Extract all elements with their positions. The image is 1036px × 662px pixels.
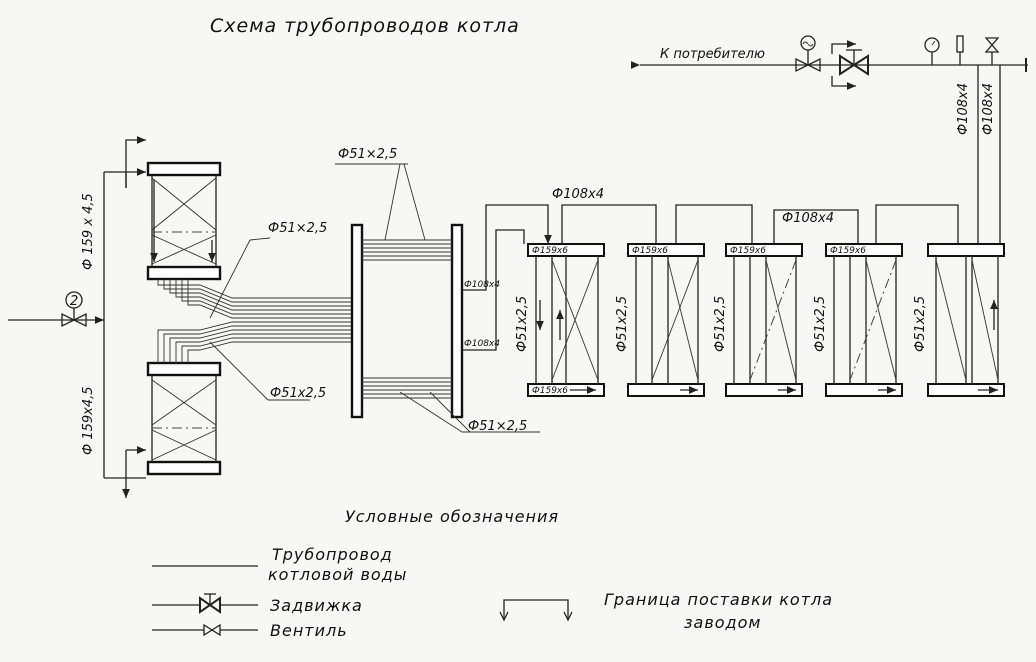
header-159-label-2: Ф159х6 [632,246,668,256]
pipe-51-lower-label: Ф51х2,5 [270,386,326,401]
tube-bank-1: Ф159х6 Ф159х6 Ф51х2,5 [515,243,605,397]
tube-bank-2: Ф159х6 Ф51х2,5 [615,243,705,397]
pipe-108-small-label-1: Ф108х4 [464,280,500,290]
pipe-108-label-a: Ф108х4 [552,187,604,202]
tube-bank-5: Ф51х2,5 [913,243,1005,397]
bank-1-label: Ф51х2,5 [515,296,530,352]
legend-heading: Условные обозначения [345,507,559,526]
legend-pipeline-label-2: котловой воды [268,565,407,584]
pipe-108-vertical-label-1: Ф108х4 [956,83,971,135]
air-valve-icon [984,37,1000,65]
diagram-title: Схема трубопроводов котла [210,15,520,37]
pipe-108-label-b: Ф108х4 [782,211,834,226]
pipe-51-left-label: Ф51×2,5 [268,221,327,236]
tube-bank-3: Ф159х6 Ф51х2,5 [713,243,803,397]
legend: Условные обозначения Трубопровод котлово… [152,507,833,640]
legend-boundary-label-1: Граница поставки котла [604,590,833,609]
middle-collector [350,223,464,419]
header-159-label-1: Ф159х6 [532,246,568,256]
legend-boundary-label-2: заводом [684,613,761,632]
pipe-51-top-label: Ф51×2,5 [338,147,397,162]
bank-4-label: Ф51х2,5 [813,296,828,352]
legend-valve-label: Вентиль [270,621,348,640]
consumer-label: К потребителю [660,47,765,62]
pipe-159-top-label: Ф 159 х 4,5 [81,193,96,270]
control-valve-icon [795,35,821,73]
bank-2-label: Ф51х2,5 [615,296,630,352]
legend-gate-valve-label: Задвижка [270,596,363,615]
legend-gate-valve-icon [152,593,258,614]
upper-left-drum [146,161,222,281]
lower-left-drum [146,361,222,476]
pipe-108-vertical-label-2: Ф108х4 [981,83,996,135]
pipe-159-bottom-label: Ф 159х4,5 [81,386,96,455]
pipe-108-small-label-2: Ф108х4 [464,339,500,349]
tube-bank-4: Ф159х6 Ф51х2,5 [813,243,903,397]
header-159-label-4: Ф159х6 [830,246,866,256]
legend-boundary-icon [499,599,573,622]
pressure-gauge-icon [924,37,940,65]
gate-valve-main-icon [831,40,869,90]
inlet-line: 2 [8,291,104,328]
tube-bundle-left [157,279,352,363]
valve-number: 2 [70,294,78,309]
pipe-51-bottom-label: Ф51×2,5 [468,419,527,434]
legend-valve-icon [152,623,258,637]
bank-5-label: Ф51х2,5 [913,296,928,352]
header-159-bottom-label: Ф159х6 [532,386,568,396]
consumer-line: К потребителю [630,47,1028,72]
header-159-label-3: Ф159х6 [730,246,766,256]
bank-3-label: Ф51х2,5 [713,296,728,352]
thermometer-icon [956,35,964,65]
legend-pipeline-label-1: Трубопровод [272,545,393,564]
